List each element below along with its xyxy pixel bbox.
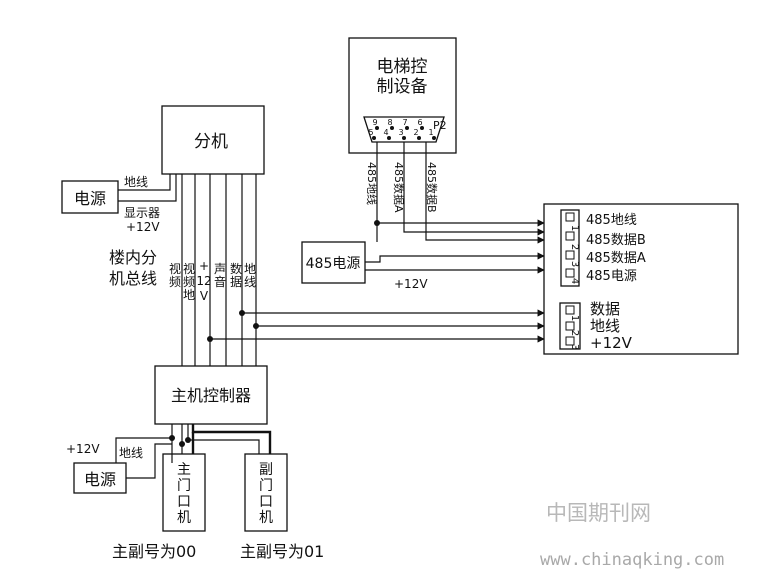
pin-8: 8 [387, 118, 392, 127]
code-main-label: 主副号为00 [112, 542, 196, 561]
door-main-char: 门 [177, 478, 191, 494]
code-sub-label: 主副号为01 [240, 542, 324, 561]
door-sub-char: 机 [259, 510, 273, 526]
door-sub-char: 副 [259, 462, 273, 478]
elevator-control-box [348, 37, 457, 154]
p2-wire-485-data-a: 485数据A [392, 162, 406, 213]
p2-wire-485-data-b: 485数据B [425, 162, 439, 213]
p2-wire-485-ground: 485地线 [365, 162, 379, 205]
door-main-char: 主 [177, 462, 191, 478]
elevator-title-2: 制设备 [377, 77, 428, 97]
upper-pin-number: 3 [569, 261, 580, 267]
power-top-box [61, 180, 119, 214]
upper-pin-number: 4 [569, 278, 580, 284]
bus-title-2: 机总线 [109, 269, 157, 288]
terminal-label-485-data-a: 485数据A [586, 251, 646, 266]
power-bottom-label: 电源 [84, 470, 116, 489]
ground-top-label: 地线 [124, 175, 148, 189]
door-main-box [162, 453, 206, 532]
extension-label: 分机 [194, 132, 228, 152]
lower-pin-number: 3 [569, 344, 580, 350]
watermark-cn: 中国期刊网 [546, 501, 651, 525]
pin-4: 4 [383, 128, 388, 137]
terminal-box [543, 203, 739, 355]
display-label: 显示器 [124, 206, 160, 220]
bus-wire-video: 频 [169, 275, 181, 289]
pin-7: 7 [402, 118, 407, 127]
door-sub-box [244, 453, 288, 532]
door-sub-char: 门 [259, 478, 273, 494]
power-top-label: 电源 [74, 189, 106, 208]
connector-label: P2 [433, 119, 447, 132]
pin-5: 5 [368, 128, 373, 137]
door-sub-char: 口 [259, 494, 273, 510]
door-main-char: 口 [177, 494, 191, 510]
bus-wire-ground: 线 [244, 275, 256, 289]
bus-wire-plus12: + [199, 259, 209, 273]
bus-wire-video-ground: 频 [183, 275, 195, 289]
pin-2: 2 [413, 128, 418, 137]
host-label: 主机控制器 [171, 386, 251, 405]
lower-terminal-strip [559, 302, 581, 350]
plus12-485-label: +12V [394, 277, 428, 291]
watermark-url: www.chinaqking.com [540, 550, 724, 570]
terminal-label-485-ground: 485地线 [586, 213, 637, 228]
bus-wire-video: 视 [169, 261, 181, 276]
bus-wire-plus12: 12 [196, 274, 211, 288]
terminal-label-485-data-b: 485数据B [586, 233, 646, 248]
bus-wire-ground: 地 [244, 262, 256, 276]
bus-wire-audio: 声 [214, 262, 226, 276]
bus-wire-video-ground: 视 [183, 261, 195, 276]
terminal-label-plus12: +12V [590, 334, 633, 352]
bus-wire-video-ground: 地 [183, 288, 195, 302]
terminal-label-data: 数据 [590, 300, 620, 318]
lower-pin-number: 1 [569, 315, 580, 321]
pin-6: 6 [417, 118, 422, 127]
pin-9: 9 [372, 118, 377, 127]
terminal-label-485-power: 485电源 [586, 269, 637, 284]
pin-3: 3 [398, 128, 403, 137]
pin-1: 1 [428, 128, 433, 137]
terminal-label-ground: 地线 [590, 317, 620, 335]
upper-pin-number: 1 [569, 225, 580, 231]
extension-box [161, 105, 265, 175]
lower-pin-number: 2 [569, 330, 580, 336]
elevator-title-1: 电梯控 [377, 57, 428, 77]
bus-wire-data: 据 [230, 275, 242, 289]
door-main-char: 机 [177, 510, 191, 526]
bus-title-1: 楼内分 [109, 248, 157, 267]
upper-terminal-strip [560, 209, 580, 287]
ground-bottom-label: 地线 [119, 446, 143, 460]
host-controller-box [154, 365, 268, 425]
plus12-top-label: +12V [126, 220, 160, 234]
upper-pin-number: 2 [569, 244, 580, 250]
bus-wire-plus12: V [200, 289, 209, 303]
bus-wire-audio: 音 [214, 274, 226, 289]
db9-connector [363, 116, 445, 143]
bus-wire-data: 数 [230, 261, 242, 276]
power485-label: 485电源 [306, 256, 361, 272]
plus12-bottom-label: +12V [66, 442, 100, 456]
